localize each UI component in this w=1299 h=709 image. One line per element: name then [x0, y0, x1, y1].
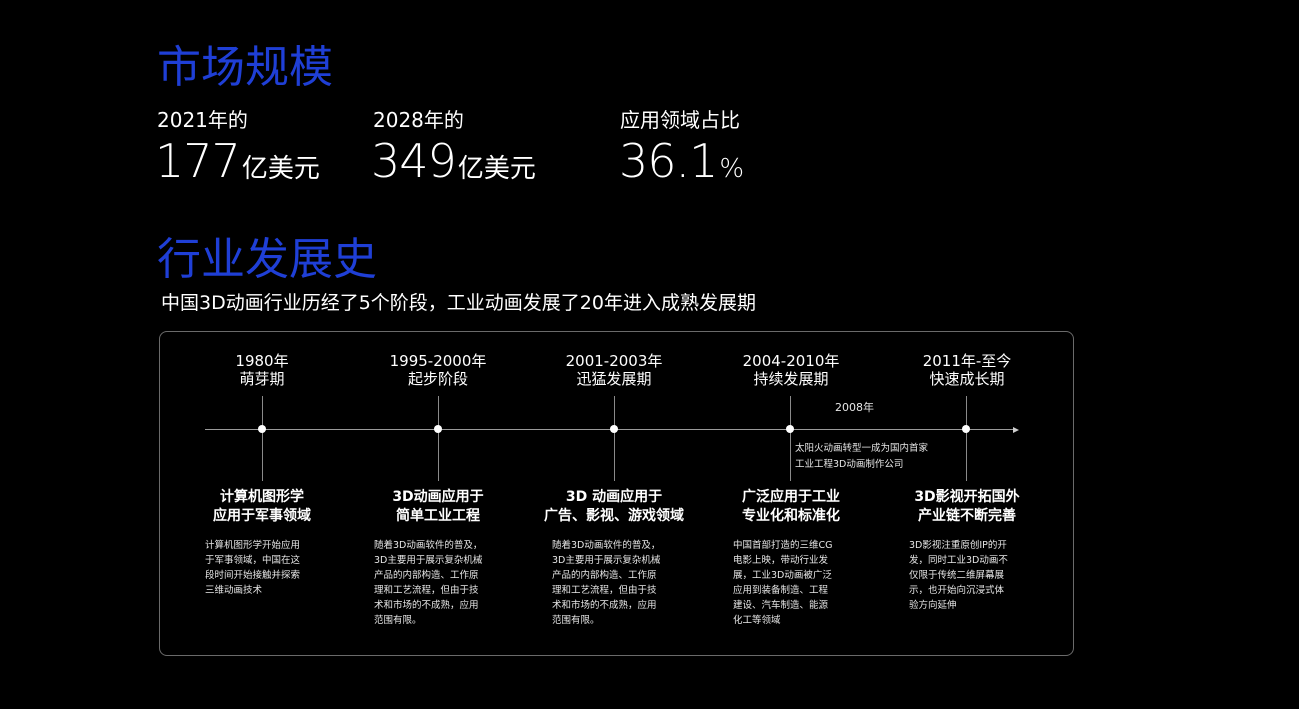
stage-2-desc-line: 理和工艺流程，但由于技: [374, 585, 479, 596]
stage-2-desc-line: 范围有限。: [374, 615, 422, 626]
stage-4-desc-line: 建设、汽车制造、能源: [733, 600, 829, 611]
note-line: 工业工程3D动画制作公司: [795, 459, 904, 470]
stage-2-title-line2: 简单工业工程: [396, 508, 480, 524]
stage-1-desc-line: 于军事领域，中国在这: [205, 555, 301, 566]
stage-1-title-line1: 计算机图形学: [220, 489, 304, 505]
stage-2-desc-line: 术和市场的不成熟，应用: [374, 600, 479, 611]
stage-5-header: 2011年-至今 快速成长期: [902, 352, 1032, 388]
stage-4-desc-line: 展，工业3D动画被广泛: [733, 570, 832, 581]
stage-4-title-line1: 广泛应用于工业: [742, 489, 840, 505]
note-year: 2008年: [835, 401, 874, 414]
stat-2021-label: 2021年的: [157, 108, 248, 132]
stage-4-desc-line: 电影上映，带动行业发: [733, 555, 829, 566]
stage-4-year: 2004-2010年: [742, 352, 840, 370]
stage-2-connector: [438, 396, 439, 481]
stage-1-phase: 萌芽期: [239, 370, 285, 388]
stage-4-desc-line: 应用到装备制造、工程: [733, 585, 829, 596]
timeline-panel: [159, 331, 1074, 656]
stage-3-desc-line: 随着3D动画软件的普及，: [552, 540, 661, 551]
stage-5-desc-line: 仅限于传统二维屏幕展: [909, 570, 1005, 581]
note-line: 太阳火动画转型一成为国内首家: [795, 443, 929, 454]
stage-2-title-line1: 3D动画应用于: [392, 489, 484, 505]
stage-2-year: 1995-2000年: [389, 352, 487, 370]
market-title: 市场规模: [157, 42, 333, 93]
stage-5-desc: 3D影视注重原创IP的开 发，同时工业3D动画不 仅限于传统二维屏幕展 示，也开…: [909, 538, 1034, 613]
stage-4-title-line2: 专业化和标准化: [742, 508, 840, 524]
stage-3-title-line1: 3D 动画应用于: [565, 489, 663, 505]
stage-3-title: 3D 动画应用于 广告、影视、游戏领域: [524, 488, 704, 526]
stage-5-dot: [962, 425, 970, 433]
stage-5-phase: 快速成长期: [929, 370, 1005, 388]
stage-2-desc-line: 随着3D动画软件的普及，: [374, 540, 483, 551]
stat-share-unit: %: [719, 154, 745, 184]
stage-5-desc-line: 示，也开始向沉浸式体: [909, 585, 1005, 596]
stat-2028-label: 2028年的: [373, 108, 464, 132]
stage-2-desc: 随着3D动画软件的普及， 3D主要用于展示复杂机械 产品的内部构造、工作原 理和…: [374, 538, 499, 628]
stage-4-connector: [790, 396, 791, 481]
stage-4-phase: 持续发展期: [753, 370, 829, 388]
stage-1-header: 1980年 萌芽期: [197, 352, 327, 388]
stat-share-label: 应用领域占比: [620, 108, 740, 132]
stat-share-value: 36.1%: [619, 134, 745, 188]
stage-4-header: 2004-2010年 持续发展期: [726, 352, 856, 388]
stage-5-title-line1: 3D影视开拓国外: [914, 489, 1020, 505]
stage-3-dot: [610, 425, 618, 433]
stage-5-year: 2011年-至今: [922, 352, 1012, 370]
stage-4-desc: 中国首部打造的三维CG 电影上映，带动行业发 展，工业3D动画被广泛 应用到装备…: [733, 538, 858, 628]
stage-5-desc-line: 3D影视注重原创IP的开: [909, 540, 1007, 551]
stage-1-year: 1980年: [235, 352, 289, 370]
timeline-axis: [205, 429, 1013, 430]
note-text: 太阳火动画转型一成为国内首家 工业工程3D动画制作公司: [795, 441, 928, 473]
stage-4-desc-line: 中国首部打造的三维CG: [733, 540, 833, 551]
stage-3-desc-line: 术和市场的不成熟，应用: [552, 600, 657, 611]
stage-3-desc-line: 理和工艺流程，但由于技: [552, 585, 657, 596]
stage-1-title: 计算机图形学 应用于军事领域: [172, 488, 352, 526]
stage-2-dot: [434, 425, 442, 433]
stage-5-title: 3D影视开拓国外 产业链不断完善: [877, 488, 1057, 526]
history-title: 行业发展史: [157, 234, 377, 285]
stage-3-header: 2001-2003年 迅猛发展期: [549, 352, 679, 388]
stat-2021-value: 177亿美元: [155, 134, 320, 188]
stage-3-phase: 迅猛发展期: [576, 370, 652, 388]
stage-2-title: 3D动画应用于 简单工业工程: [348, 488, 528, 526]
stage-5-desc-line: 验方向延伸: [909, 600, 957, 611]
stage-3-desc-line: 3D主要用于展示复杂机械: [552, 555, 661, 566]
stage-1-desc-line: 三维动画技术: [205, 585, 263, 596]
stat-2028-value: 349亿美元: [371, 134, 536, 188]
stage-1-desc: 计算机图形学开始应用 于军事领域，中国在这 段时间开始接触并探索 三维动画技术: [205, 538, 330, 598]
timeline-arrow-icon: [1013, 427, 1019, 433]
stage-3-desc-line: 产品的内部构造、工作原: [552, 570, 657, 581]
stage-1-desc-line: 计算机图形学开始应用: [205, 540, 301, 551]
stage-3-title-line2: 广告、影视、游戏领域: [544, 508, 684, 524]
stage-2-desc-line: 产品的内部构造、工作原: [374, 570, 479, 581]
stage-3-year: 2001-2003年: [565, 352, 663, 370]
stage-3-connector: [614, 396, 615, 481]
stage-2-header: 1995-2000年 起步阶段: [373, 352, 503, 388]
stage-5-connector: [966, 396, 967, 481]
stage-4-dot: [786, 425, 794, 433]
history-subtitle: 中国3D动画行业历经了5个阶段，工业动画发展了20年进入成熟发展期: [161, 292, 756, 314]
stat-2021-unit: 亿美元: [241, 154, 320, 184]
stage-4-desc-line: 化工等领域: [733, 615, 781, 626]
stage-1-connector: [262, 396, 263, 481]
stage-3-desc: 随着3D动画软件的普及， 3D主要用于展示复杂机械 产品的内部构造、工作原 理和…: [552, 538, 677, 628]
stat-2028-unit: 亿美元: [457, 154, 536, 184]
stage-1-dot: [258, 425, 266, 433]
stage-1-title-line2: 应用于军事领域: [213, 508, 311, 524]
stage-4-title: 广泛应用于工业 专业化和标准化: [701, 488, 881, 526]
stage-5-title-line2: 产业链不断完善: [918, 508, 1016, 524]
stage-1-desc-line: 段时间开始接触并探索: [205, 570, 301, 581]
stage-3-desc-line: 范围有限。: [552, 615, 600, 626]
stage-2-phase: 起步阶段: [407, 370, 468, 388]
stage-5-desc-line: 发，同时工业3D动画不: [909, 555, 1008, 566]
stage-2-desc-line: 3D主要用于展示复杂机械: [374, 555, 483, 566]
